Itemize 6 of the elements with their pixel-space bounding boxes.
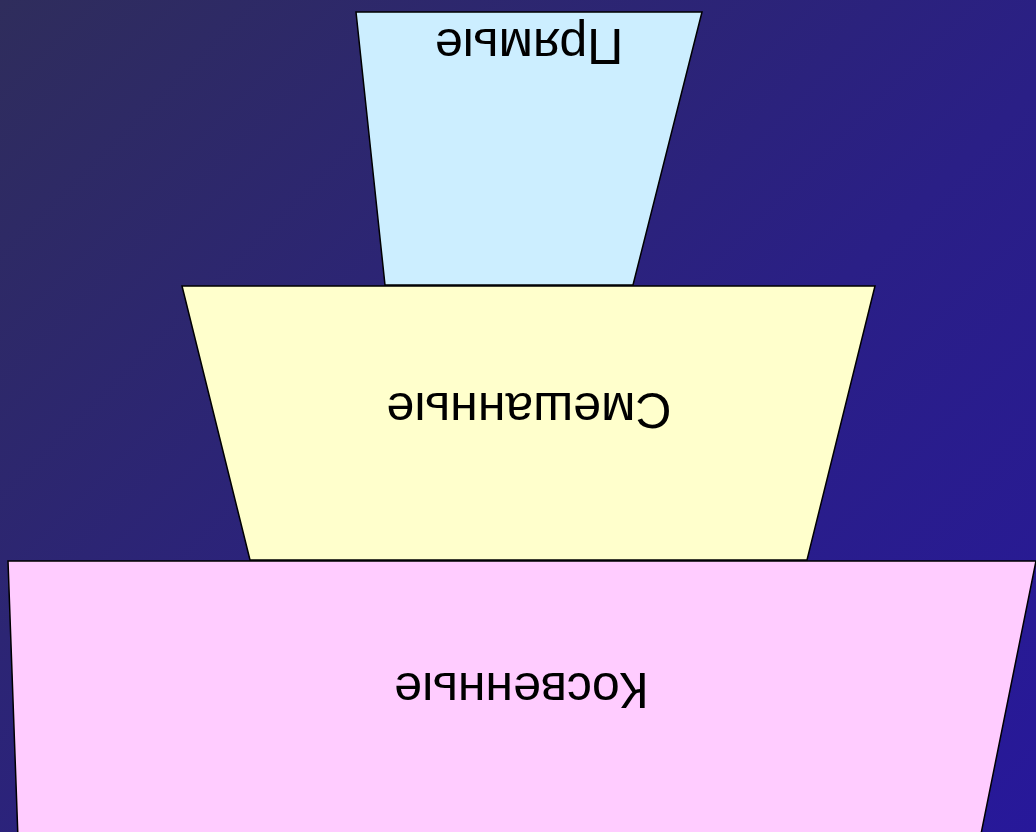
tier-label: Косвенные	[393, 665, 650, 715]
pyramid-tier	[7, 560, 1036, 832]
tier-label: Прямые	[433, 21, 625, 71]
tier-label: Смешанные	[385, 385, 673, 435]
pyramid-tier	[354, 11, 704, 286]
pyramid-tier	[181, 285, 877, 561]
